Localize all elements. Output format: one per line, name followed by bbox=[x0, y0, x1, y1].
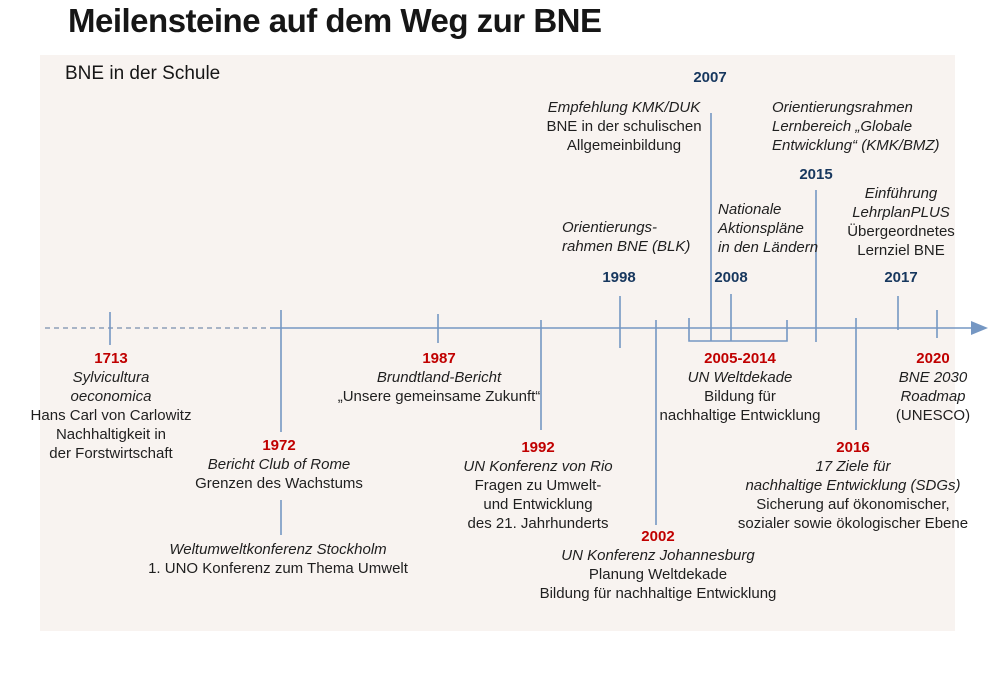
milestone-line: BNE 2030 bbox=[898, 369, 968, 386]
milestone-line: Hans Carl von Carlowitz bbox=[30, 407, 192, 424]
milestone-line: Nachhaltigkeit in bbox=[55, 426, 167, 443]
milestone-2017: Einführung LehrplanPLUS Übergeordnetes L… bbox=[847, 184, 955, 260]
milestone-year: 2020 bbox=[916, 350, 950, 367]
milestone-line: LehrplanPLUS bbox=[852, 204, 950, 221]
milestone-year: 1987 bbox=[422, 350, 456, 367]
milestone-line: „Unsere gemeinsame Zukunft“ bbox=[337, 388, 541, 405]
milestone-2007: Empfehlung KMK/DUK BNE in der schulische… bbox=[546, 98, 701, 155]
milestone-line: Bildung für bbox=[704, 388, 776, 405]
timeline-arrowhead bbox=[971, 321, 988, 335]
milestone-line: Bildung für nachhaltige Entwicklung bbox=[539, 585, 777, 602]
milestone-line: rahmen BNE (BLK) bbox=[562, 238, 691, 255]
milestone-line: Empfehlung KMK/DUK bbox=[547, 99, 701, 116]
milestone-line: Aktionspläne bbox=[718, 220, 804, 237]
milestone-year-2017: 2017 bbox=[884, 269, 918, 286]
milestone-1992: 1992 UN Konferenz von Rio Fragen zu Umwe… bbox=[463, 438, 612, 533]
milestone-weltdekade: 2005-2014 UN Weltdekade Bildung für nach… bbox=[660, 349, 821, 425]
decade-bracket bbox=[688, 318, 788, 342]
milestone-2015: Orientierungsrahmen Lernbereich „Globale… bbox=[772, 98, 940, 155]
milestone-line: 17 Ziele für bbox=[815, 458, 891, 475]
milestone-line: nachhaltige Entwicklung bbox=[659, 407, 821, 424]
milestone-line: Orientierungsrahmen bbox=[772, 99, 913, 116]
milestone-line: Lernbereich „Globale bbox=[772, 118, 913, 135]
milestone-line: oeconomica bbox=[70, 388, 152, 405]
milestone-line: Orientierungs- bbox=[562, 219, 658, 236]
slide-subtitle: BNE in der Schule bbox=[65, 63, 221, 84]
milestone-year: 2005-2014 bbox=[704, 350, 776, 367]
milestone-line: Lernziel BNE bbox=[857, 242, 945, 259]
milestone-line: Bericht Club of Rome bbox=[207, 456, 351, 473]
milestone-line: Weltumweltkonferenz Stockholm bbox=[169, 541, 387, 558]
milestone-year: 1972 bbox=[262, 437, 296, 454]
milestone-line: sozialer sowie ökologischer Ebene bbox=[737, 515, 969, 532]
milestone-year-2007: 2007 bbox=[693, 69, 727, 86]
milestone-line: UN Weltdekade bbox=[687, 369, 793, 386]
milestone-1713: 1713 Sylvicultura oeconomica Hans Carl v… bbox=[31, 349, 192, 463]
milestone-line: Entwicklung“ (KMK/BMZ) bbox=[772, 137, 940, 154]
milestone-year: 1992 bbox=[521, 439, 555, 456]
milestone-line: UN Konferenz von Rio bbox=[463, 458, 613, 475]
milestone-year: 2002 bbox=[641, 528, 675, 545]
milestone-line: Fragen zu Umwelt- bbox=[474, 477, 602, 494]
milestone-line: Nationale bbox=[718, 201, 782, 218]
milestone-line: UN Konferenz Johannesburg bbox=[561, 547, 755, 564]
milestone-2002: 2002 UN Konferenz Johannesburg Planung W… bbox=[540, 527, 777, 603]
milestone-year: 2016 bbox=[836, 439, 870, 456]
milestone-line: Sylvicultura bbox=[72, 369, 150, 386]
milestone-year: 1713 bbox=[94, 350, 128, 367]
milestone-year-1998: 1998 bbox=[602, 269, 636, 286]
milestone-line: Sicherung auf ökonomischer, bbox=[756, 496, 950, 513]
milestone-1987: 1987 Brundtland-Bericht „Unsere gemeinsa… bbox=[338, 349, 541, 406]
milestone-line: Übergeordnetes bbox=[847, 223, 955, 240]
milestone-line: Einführung bbox=[864, 185, 938, 202]
slide-content-panel bbox=[40, 55, 955, 631]
milestone-line: 1. UNO Konferenz zum Thema Umwelt bbox=[148, 560, 408, 577]
milestone-line: Brundtland-Bericht bbox=[376, 369, 502, 386]
milestone-2016: 2016 17 Ziele für nachhaltige Entwicklun… bbox=[738, 438, 968, 533]
milestone-2008: Nationale Aktionspläne in den Ländern bbox=[718, 200, 818, 257]
milestone-2020: 2020 BNE 2030 Roadmap (UNESCO) bbox=[896, 349, 970, 425]
milestone-1998: Orientierungs- rahmen BNE (BLK) bbox=[562, 218, 690, 256]
milestone-1972: 1972 Bericht Club of Rome Grenzen des Wa… bbox=[195, 436, 363, 493]
slide-title: Meilensteine auf dem Weg zur BNE bbox=[68, 2, 602, 39]
milestone-stockholm: Weltumweltkonferenz Stockholm 1. UNO Kon… bbox=[148, 540, 408, 578]
milestone-line: des 21. Jahrhunderts bbox=[467, 515, 609, 532]
milestone-line: der Forstwirtschaft bbox=[49, 445, 173, 462]
milestone-line: nachhaltige Entwicklung (SDGs) bbox=[745, 477, 961, 494]
milestone-line: Planung Weltdekade bbox=[588, 566, 728, 583]
milestone-line: (UNESCO) bbox=[895, 407, 971, 424]
milestone-line: in den Ländern bbox=[718, 239, 819, 256]
milestone-line: Allgemeinbildung bbox=[566, 137, 682, 154]
milestone-year-2015: 2015 bbox=[799, 166, 833, 183]
milestone-line: und Entwicklung bbox=[483, 496, 593, 513]
milestone-line: Roadmap bbox=[900, 388, 966, 405]
milestone-line: BNE in der schulischen bbox=[546, 118, 702, 135]
milestone-line: Grenzen des Wachstums bbox=[195, 475, 363, 492]
milestone-year-2008: 2008 bbox=[714, 269, 748, 286]
